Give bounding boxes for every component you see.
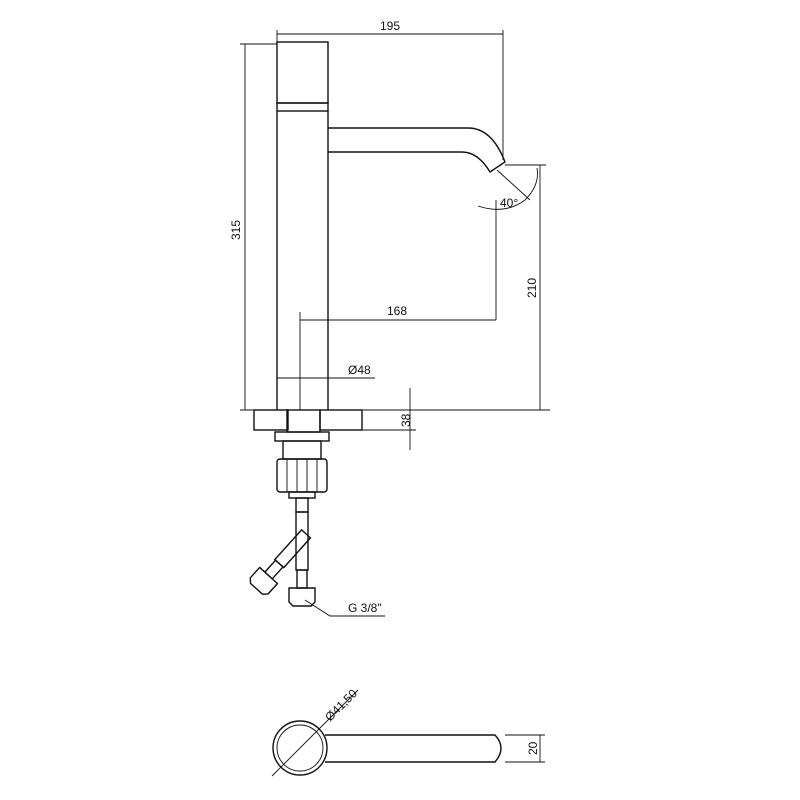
hose-straight (295, 511, 309, 571)
knurled-nut (276, 458, 328, 493)
hose-nut (288, 587, 316, 607)
dim-total-width: 195 (380, 19, 400, 33)
dim-body-diameter: Ø48 (348, 363, 371, 377)
handle-block (276, 41, 329, 104)
top-view (271, 689, 545, 777)
top-view-spout (325, 734, 502, 763)
spout (328, 127, 506, 173)
faucet-body (276, 41, 506, 410)
dim-spout-reach: 168 (387, 304, 407, 318)
dimension-lines (240, 30, 546, 617)
dim-total-height: 315 (229, 220, 243, 240)
dim-spout-width: 20 (526, 741, 540, 755)
dim-connection-thread: G 3/8" (348, 601, 382, 615)
dim-deck-thickness: 38 (399, 413, 413, 427)
mounting-kit (249, 409, 330, 607)
dim-top-view-diameter: Ø41,50 (322, 686, 360, 724)
dim-spout-height: 210 (525, 278, 539, 298)
dim-swivel-angle: 40° (500, 196, 518, 210)
handle-ring (276, 102, 329, 112)
hose-angled (273, 528, 312, 569)
